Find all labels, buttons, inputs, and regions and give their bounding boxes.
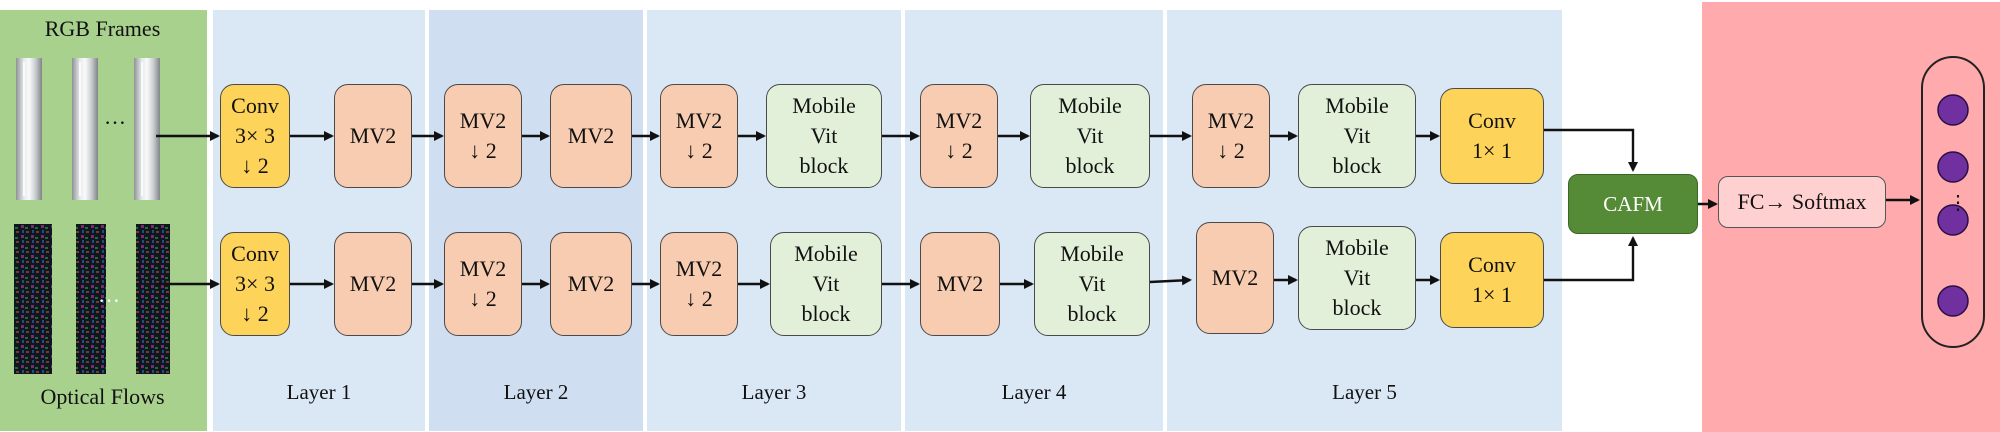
optical-flow-3 <box>136 224 170 374</box>
layer3-label: Layer 3 <box>741 380 807 404</box>
bottom-layer3-mobilevit-node: Mobile Vit block <box>770 232 882 336</box>
top-layer2-mv2-node: MV2 <box>550 84 632 188</box>
layer2-panel <box>429 10 643 431</box>
top-layer3-mobilevit-node: Mobile Vit block <box>766 84 882 188</box>
rgb-frames-label: RGB Frames <box>44 16 161 41</box>
rgb-frame-1 <box>16 58 42 200</box>
optical-flows-label: Optical Flows <box>40 384 165 409</box>
optical-flow-thumbnails <box>14 224 170 374</box>
bottom-layer4-mobilevit-node: Mobile Vit block <box>1034 232 1150 336</box>
rgb-frame-thumbnails <box>16 58 160 200</box>
bottom-layer2-mv2-down-node: MV2 ↓ 2 <box>444 232 522 336</box>
layer5-panel <box>1167 10 1562 431</box>
output-capsule <box>1921 56 1985 348</box>
top-layer5-mv2-down-node: MV2 ↓ 2 <box>1192 84 1270 188</box>
bottom-layer3-mv2-down-node: MV2 ↓ 2 <box>660 232 738 336</box>
layer4-label: Layer 4 <box>1001 380 1067 404</box>
layer4-panel <box>905 10 1163 431</box>
layer3-panel <box>647 10 901 431</box>
output-node-1 <box>1937 94 1969 126</box>
arrow-top-to-cafm <box>1544 128 1638 172</box>
output-layer <box>1921 56 1985 348</box>
output-ellipsis: ⋮ <box>1948 192 1968 214</box>
layer1-label: Layer 1 <box>286 380 352 404</box>
bottom-layer5-mobilevit-node: Mobile Vit block <box>1298 226 1416 330</box>
output-node-2 <box>1937 151 1969 183</box>
bottom-layer4-mv2-node: MV2 <box>920 232 1000 336</box>
layer2-label: Layer 2 <box>503 380 569 404</box>
bottom-layer5-mv2-node: MV2 <box>1196 222 1274 334</box>
bottom-conv-1x1-node: Conv 1× 1 <box>1440 232 1544 328</box>
top-conv-3x3-node: Conv 3× 3 ↓ 2 <box>220 84 290 188</box>
output-node-3 <box>1937 204 1969 236</box>
rgb-frame-3 <box>134 58 160 200</box>
optical-flow-1 <box>14 224 52 374</box>
rgb-ellipsis: … <box>104 104 126 129</box>
top-layer2-mv2-down-node: MV2 ↓ 2 <box>444 84 522 188</box>
top-layer4-mobilevit-node: Mobile Vit block <box>1030 84 1150 188</box>
cafm-fusion-node: CAFM <box>1568 174 1698 234</box>
top-layer1-mv2-node: MV2 <box>334 84 412 188</box>
bottom-layer2-mv2-node: MV2 <box>550 232 632 336</box>
flow-ellipsis: … <box>98 282 120 307</box>
top-layer4-mv2-down-node: MV2 ↓ 2 <box>920 84 998 188</box>
fc-softmax-node: FC→ Softmax <box>1718 176 1886 228</box>
arrow-bottom-to-cafm <box>1544 236 1638 282</box>
bottom-layer1-mv2-node: MV2 <box>334 232 412 336</box>
top-conv-1x1-node: Conv 1× 1 <box>1440 88 1544 184</box>
top-layer5-mobilevit-node: Mobile Vit block <box>1298 84 1416 188</box>
layer5-label: Layer 5 <box>1332 380 1397 404</box>
optical-flow-2 <box>76 224 106 374</box>
layer1-panel <box>213 10 425 431</box>
output-node-4 <box>1937 285 1969 317</box>
bottom-conv-3x3-node: Conv 3× 3 ↓ 2 <box>220 232 290 336</box>
top-layer3-mv2-down-node: MV2 ↓ 2 <box>660 84 738 188</box>
arrow-bottom-8 <box>1149 275 1192 286</box>
rgb-frame-2 <box>72 58 98 200</box>
